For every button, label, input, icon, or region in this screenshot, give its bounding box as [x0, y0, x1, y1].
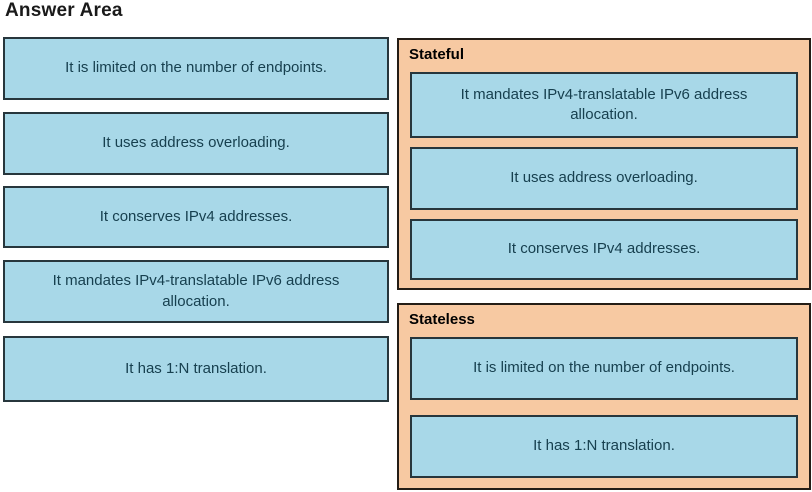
stateless-label: Stateless [409, 311, 475, 328]
dropped-option[interactable]: It is limited on the number of endpoints… [410, 337, 798, 400]
stateful-dropzone[interactable]: Stateful It mandates IPv4-translatable I… [397, 38, 811, 290]
stateful-label: Stateful [409, 46, 465, 63]
draggable-option[interactable]: It is limited on the number of endpoints… [3, 37, 389, 100]
stateless-dropzone[interactable]: Stateless It is limited on the number of… [397, 303, 811, 490]
dropped-option[interactable]: It has 1:N translation. [410, 415, 798, 478]
draggable-option[interactable]: It uses address overloading. [3, 112, 389, 175]
page-title: Answer Area [5, 0, 123, 21]
draggable-option[interactable]: It conserves IPv4 addresses. [3, 186, 389, 248]
draggable-option[interactable]: It mandates IPv4-translatable IPv6 addre… [3, 260, 389, 323]
dropped-option[interactable]: It mandates IPv4-translatable IPv6 addre… [410, 72, 798, 138]
draggable-option[interactable]: It has 1:N translation. [3, 336, 389, 402]
dropped-option[interactable]: It conserves IPv4 addresses. [410, 219, 798, 280]
dropped-option[interactable]: It uses address overloading. [410, 147, 798, 210]
